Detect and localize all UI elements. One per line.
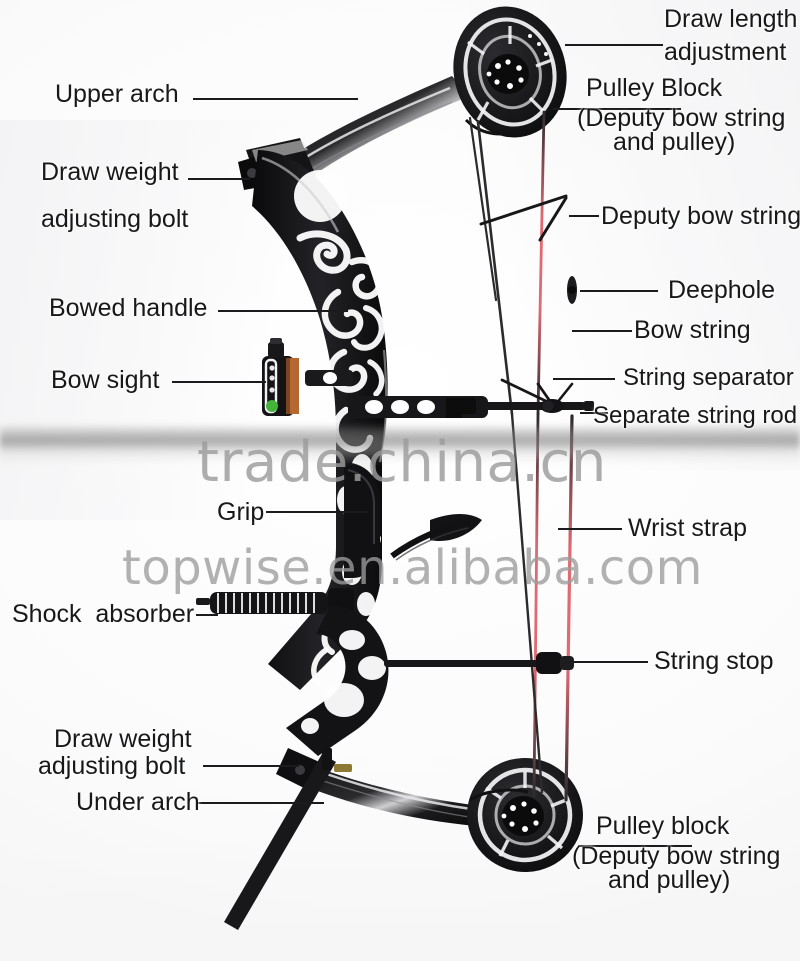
- lower-stabilizer-rod: [224, 748, 352, 930]
- leader-bow-string: [572, 330, 632, 332]
- leader-draw-length-adjustment: [565, 44, 663, 46]
- label-pulley-block-top-line3: and pulley): [613, 128, 736, 156]
- label-draw-weight-top-line1: Draw weight: [41, 158, 179, 186]
- upper-pulley-cam: [453, 6, 567, 138]
- label-under-arch: Under arch: [76, 788, 200, 816]
- wrist-strap: [390, 514, 482, 561]
- label-pulley-block-bottom-line1: Pulley block: [596, 812, 730, 840]
- label-draw-weight-bottom-line2: adjusting bolt: [38, 752, 186, 780]
- leader-bow-sight: [172, 381, 266, 383]
- label-deephole: Deephole: [668, 276, 776, 304]
- string-separator-rod: [460, 398, 594, 414]
- leader-deephole: [580, 290, 658, 292]
- leader-upper-arch: [193, 98, 358, 100]
- watermark-trade-china-cn: trade.china.cn: [197, 430, 607, 495]
- lower-pulley-cam: [467, 757, 583, 873]
- arrow-shelf: [348, 396, 488, 418]
- leader-grip: [266, 511, 368, 513]
- string-stop: [384, 652, 574, 674]
- label-string-separator: String separator: [623, 364, 794, 391]
- leader-string-separator: [553, 378, 615, 380]
- label-pulley-block-bottom-line3: and pulley): [608, 866, 731, 894]
- label-shock-absorber: Shock absorber: [12, 600, 195, 628]
- label-deputy-bow-string: Deputy bow string: [601, 202, 800, 230]
- label-grip: Grip: [217, 498, 265, 526]
- lower-riser-cage: [286, 606, 389, 756]
- bow-sight: [262, 338, 353, 416]
- leader-pulley-block-bottom: [578, 845, 692, 847]
- label-draw-weight-bottom-line1: Draw weight: [54, 725, 192, 753]
- label-pulley-block-bottom-line2: (Deputy bow string: [572, 842, 781, 870]
- watermark-topwise-alibaba: topwise.en.alibaba.com: [122, 540, 703, 596]
- label-bowed-handle: Bowed handle: [49, 294, 208, 322]
- leader-under-arch: [198, 802, 324, 804]
- leader-deputy-bow-string: [569, 215, 599, 217]
- grip: [342, 462, 380, 578]
- bow-strings: [468, 94, 574, 802]
- leader-bowed-handle: [218, 310, 348, 312]
- leader-string-stop: [566, 661, 648, 663]
- label-wrist-strap: Wrist strap: [628, 514, 747, 542]
- label-draw-weight-top-line2: adjusting bolt: [41, 205, 189, 233]
- label-bow-string: Bow string: [634, 316, 751, 344]
- leader-separate-string-rod: [580, 412, 608, 414]
- label-pulley-block-top-line2: (Deputy bow string: [577, 104, 786, 132]
- background-bottom-shadow: [0, 841, 800, 961]
- label-pulley-block-top-line1: Pulley Block: [586, 74, 723, 102]
- image-seam-blur-soft: [0, 432, 800, 448]
- label-draw-length-adjustment-line2: adjustment: [664, 38, 787, 66]
- label-draw-length-adjustment-line1: Draw length: [664, 5, 798, 33]
- leader-pulley-block-top: [553, 108, 681, 110]
- deephole: [567, 276, 577, 304]
- label-upper-arch: Upper arch: [55, 80, 179, 108]
- label-string-stop: String stop: [654, 647, 774, 675]
- leader-draw-weight-bottom: [203, 765, 299, 767]
- label-separate-string-rod: Separate string rod: [593, 402, 798, 429]
- leader-draw-weight-top: [188, 178, 250, 180]
- leader-shock-absorber: [196, 614, 218, 616]
- label-bow-sight: Bow sight: [51, 366, 160, 394]
- leader-wrist-strap: [558, 528, 622, 530]
